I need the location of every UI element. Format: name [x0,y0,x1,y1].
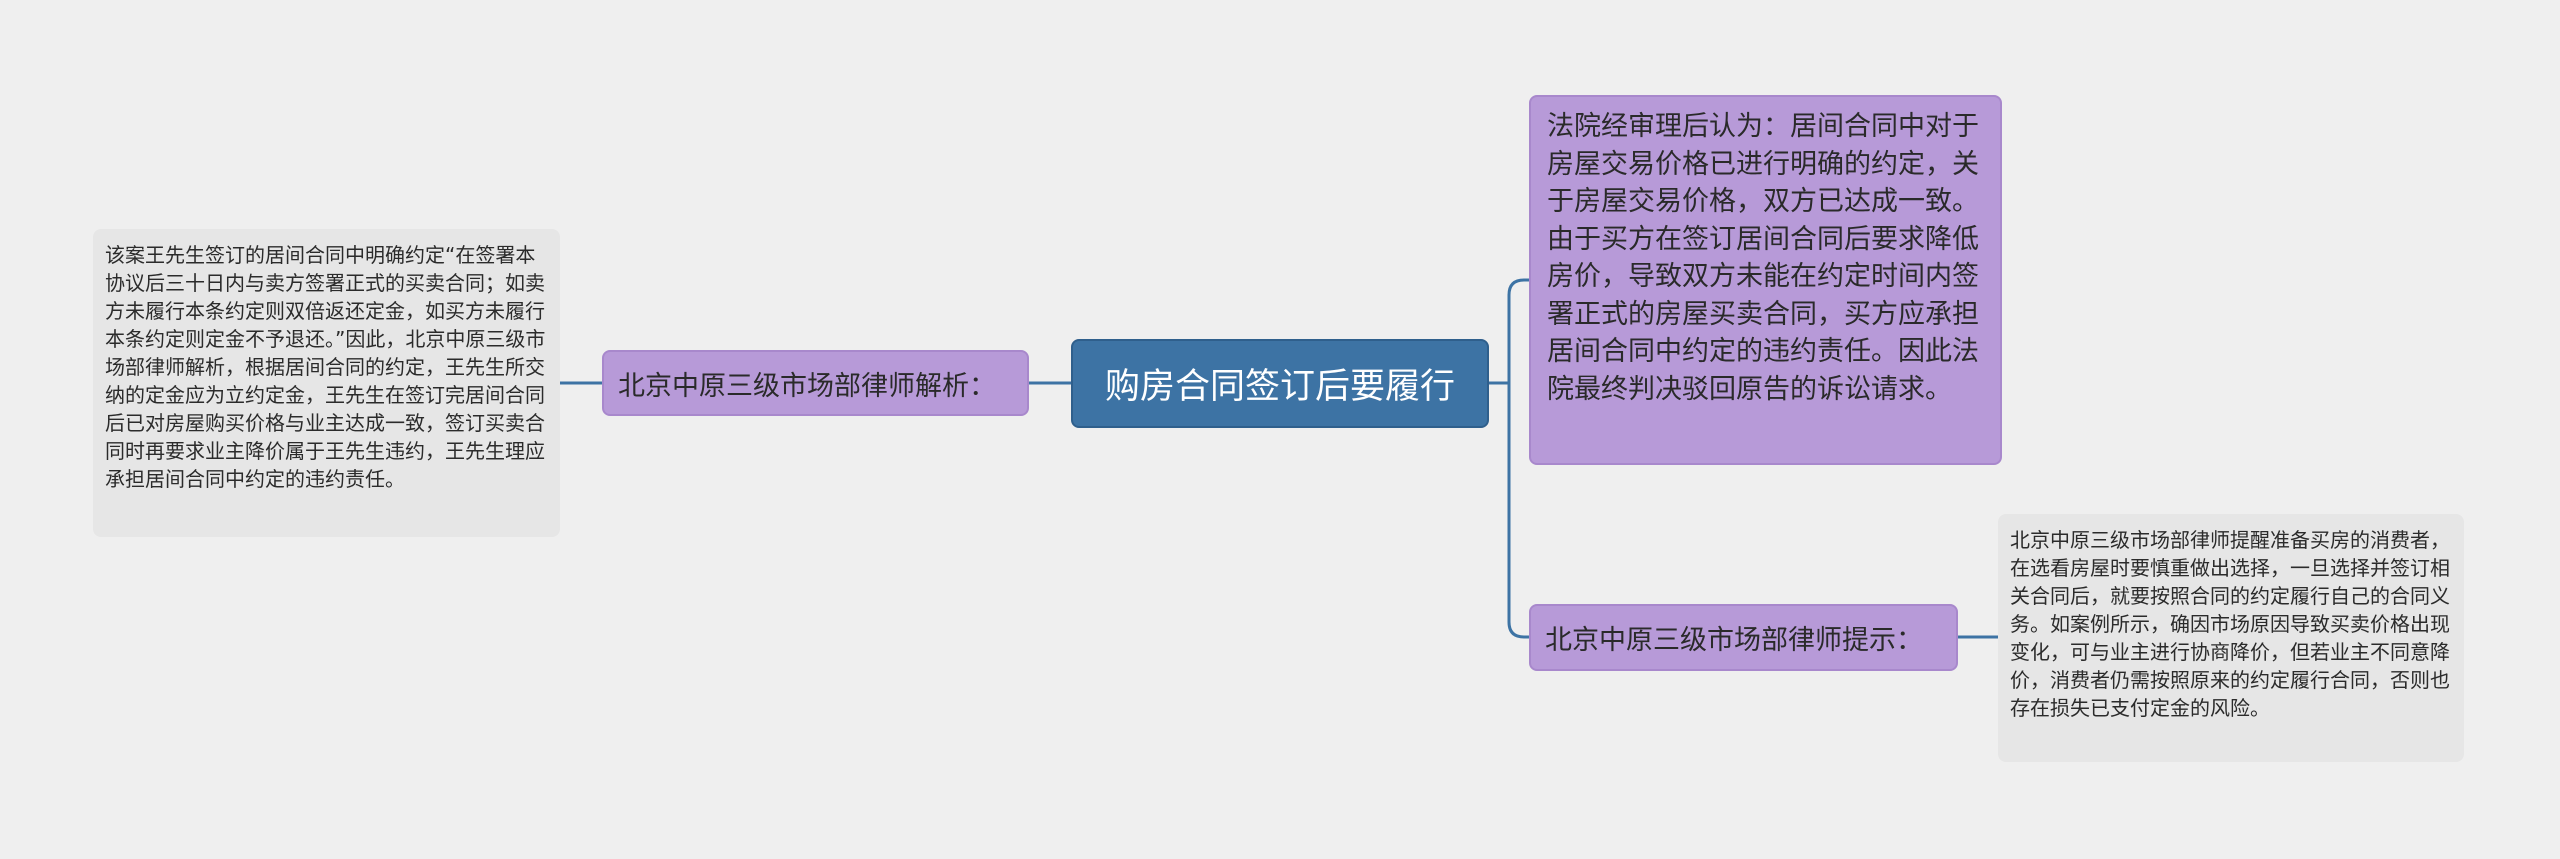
leaf-tip-detail[interactable]: 北京中原三级市场部律师提醒准备买房的消费者，在选看房屋时要慎重做出选择，一旦选择… [1998,514,2464,762]
branch-lawyer-analysis[interactable]: 北京中原三级市场部律师解析： [602,350,1029,416]
branch-court-ruling[interactable]: 法院经审理后认为：居间合同中对于房屋交易价格已进行明确的约定，关于房屋交易价格，… [1529,95,2002,465]
root-topic[interactable]: 购房合同签订后要履行 [1071,339,1489,428]
connector-right-spine-bottom [1507,383,1529,639]
root-topic-label: 购房合同签订后要履行 [1104,367,1455,407]
leaf-tip-detail-text: 北京中原三级市场部律师提醒准备买房的消费者，在选看房屋时要慎重做出选择，一旦选择… [2010,528,2450,720]
branch-lawyer-tip-label: 北京中原三级市场部律师提示： [1545,625,1923,656]
leaf-analysis-detail[interactable]: 该案王先生签订的居间合同中明确约定“在签署本协议后三十日内与卖方签署正式的买卖合… [93,229,560,537]
leaf-analysis-detail-text: 该案王先生签订的居间合同中明确约定“在签署本协议后三十日内与卖方签署正式的买卖合… [105,243,546,491]
branch-court-ruling-text: 法院经审理后认为：居间合同中对于房屋交易价格已进行明确的约定，关于房屋交易价格，… [1547,111,1979,405]
connector-right-spine-top [1507,278,1529,383]
branch-lawyer-analysis-label: 北京中原三级市场部律师解析： [618,370,996,402]
branch-lawyer-tip[interactable]: 北京中原三级市场部律师提示： [1529,604,1958,671]
